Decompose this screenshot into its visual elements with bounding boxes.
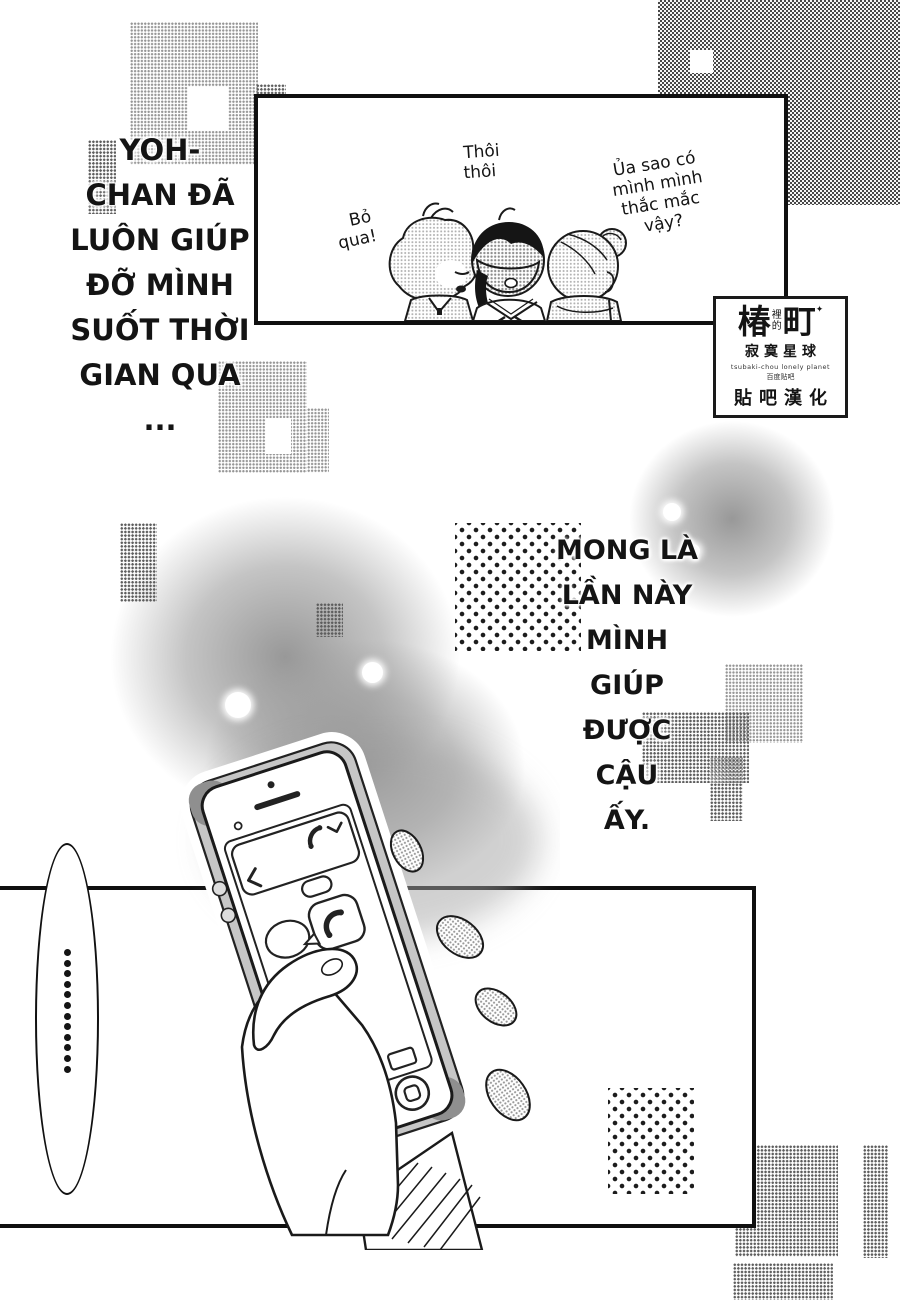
thumbnail bbox=[320, 958, 344, 976]
logo-kanji-mid: 裡 的 bbox=[772, 310, 782, 332]
logo-kanji-small-top: 裡 bbox=[771, 310, 782, 321]
tone-square bbox=[88, 140, 116, 214]
sparkle-dot bbox=[663, 503, 681, 521]
narration-line: ... bbox=[143, 403, 177, 437]
narration-line: YOH- bbox=[119, 133, 201, 167]
camera-dot-icon bbox=[267, 781, 275, 789]
tone-square bbox=[733, 1263, 833, 1300]
scanlation-logo-stamp: 椿 裡 的 町 ✦ 寂寞星球 tsubaki-chou lonely plane… bbox=[713, 296, 848, 418]
sparkle-dot bbox=[686, 544, 700, 558]
sparkle-dot bbox=[225, 692, 251, 718]
logo-kanji-small-bottom: 的 bbox=[771, 321, 782, 332]
tone-square-hole bbox=[266, 418, 291, 454]
finger bbox=[485, 1068, 531, 1122]
sparkle-dot bbox=[362, 662, 383, 683]
tone-square-hole bbox=[188, 87, 228, 130]
finger bbox=[474, 987, 518, 1027]
panel-top: Bỏ qua! Thôi thôi Ủa sao có mình mình th… bbox=[254, 94, 788, 325]
speaker-slot-icon bbox=[254, 791, 301, 811]
character-right bbox=[545, 228, 627, 321]
polka-dot-field-small bbox=[608, 1088, 694, 1194]
narration-right: MONG LÀ LẦN NÀY MÌNH GIÚP ĐƯỢC CẬU ẤY. bbox=[552, 528, 702, 843]
speech-line: Thôi bbox=[462, 140, 501, 164]
logo-subtitle-cjk: 寂寞星球 bbox=[745, 343, 821, 360]
narration-line: ĐƯỢC CẬU bbox=[582, 715, 672, 791]
narration-line: CHAN ĐÃ bbox=[85, 178, 235, 212]
tone-square bbox=[863, 1145, 888, 1258]
tone-square bbox=[120, 523, 157, 602]
tone-square bbox=[710, 757, 743, 783]
sensor-dot-icon bbox=[233, 821, 243, 831]
screen-corner-rect bbox=[386, 1046, 418, 1071]
speech-ua-sao: Ủa sao có mình mình thắc mắc vậy? bbox=[589, 144, 730, 243]
finger bbox=[389, 829, 425, 873]
narration-line: ẤY. bbox=[603, 805, 651, 836]
logo-subtitle-latin: tsubaki-chou lonely planet bbox=[730, 362, 831, 371]
tone-square bbox=[218, 361, 307, 473]
avatar bbox=[264, 919, 311, 959]
character-center bbox=[471, 207, 547, 321]
narration-line: GIAN QUA bbox=[79, 358, 241, 392]
tone-square bbox=[316, 603, 343, 637]
phone-hand-illustration bbox=[180, 732, 540, 1250]
back-arrow-icon bbox=[247, 867, 263, 888]
narration-line: MONG LÀ bbox=[555, 535, 699, 566]
fingers bbox=[389, 829, 531, 1122]
narration-left: YOH- CHAN ĐÃ LUÔN GIÚP ĐỠ MÌNH SUỐT THỜI… bbox=[65, 128, 255, 443]
tone-square bbox=[307, 408, 329, 473]
sparkle-icon: ✦ bbox=[815, 304, 824, 315]
character-left bbox=[388, 202, 479, 321]
narration-line: LUÔN GIÚP bbox=[70, 223, 250, 257]
finger bbox=[435, 915, 485, 959]
thumb bbox=[251, 947, 359, 1051]
narration-line: MÌNH GIÚP bbox=[585, 625, 669, 701]
tone-square bbox=[710, 783, 743, 821]
narration-line: LẦN NÀY bbox=[561, 580, 693, 611]
logo-tieba-text: 百度贴吧 bbox=[766, 372, 795, 381]
speech-thoi-thoi: Thôi thôi bbox=[462, 140, 502, 184]
logo-kanji-right: 町 bbox=[782, 301, 816, 341]
wrist-line bbox=[325, 1169, 347, 1236]
chevron-down-icon bbox=[326, 821, 343, 833]
ellipsis-bubble bbox=[35, 843, 99, 1195]
logo-title-row: 椿 裡 的 町 ✦ bbox=[738, 305, 824, 338]
gray-cloud-right bbox=[626, 418, 838, 620]
narration-line: ĐỠ MÌNH bbox=[86, 268, 234, 302]
logo-kanji-left: 椿 bbox=[737, 301, 771, 341]
phone-receiver-icon bbox=[307, 825, 323, 849]
polka-dot-field bbox=[455, 523, 581, 651]
speech-line: thôi bbox=[462, 161, 497, 184]
pill-button bbox=[301, 875, 333, 898]
home-button-square bbox=[403, 1084, 422, 1103]
tone-square-hole bbox=[690, 50, 713, 73]
ellipsis-dots bbox=[37, 949, 97, 1073]
call-bubble-icon bbox=[302, 893, 366, 951]
logo-group-name: 貼吧漢化 bbox=[734, 387, 834, 409]
call-banner bbox=[230, 811, 361, 896]
narration-line: SUỐT THỜI bbox=[70, 313, 250, 347]
speech-bo-qua: Bỏ qua! bbox=[332, 206, 378, 254]
characters-illustration bbox=[388, 202, 627, 321]
